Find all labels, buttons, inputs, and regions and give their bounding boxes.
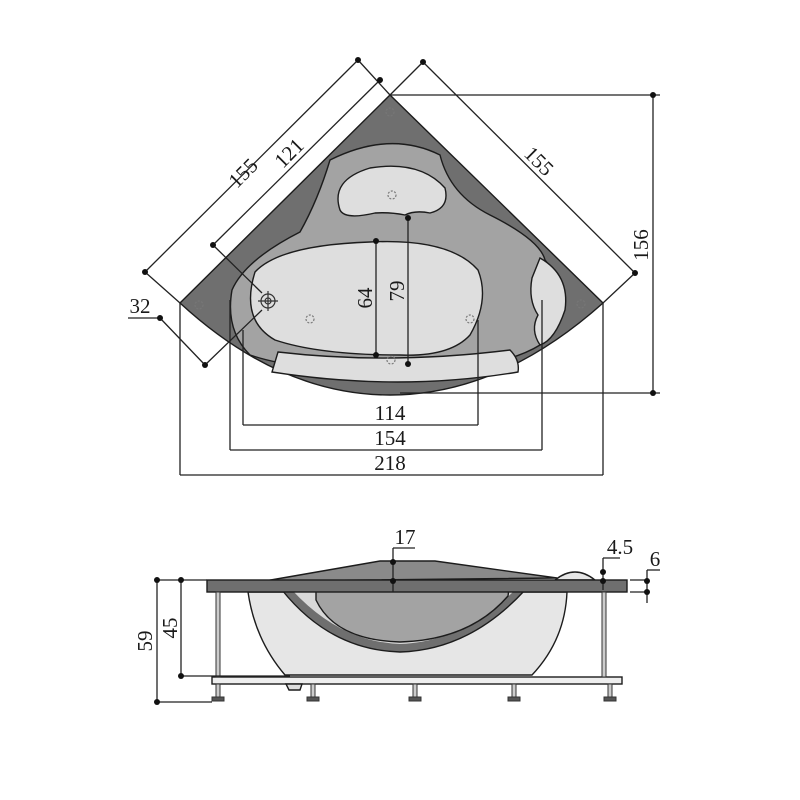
dim-pillow-height: 4.5 [607,535,633,559]
dim-overall-height: 59 [133,631,157,652]
jet-icon [194,300,204,310]
jet-icon [387,190,397,200]
pillow [553,571,597,581]
dim-bottom-width: 114 [375,401,406,425]
dim-inner-length: 121 [269,133,308,172]
side-dimension-lines [154,547,660,705]
frame-legs [211,591,617,702]
side-view: 17 4.5 6 45 59 [133,525,660,705]
seat-bottom [249,240,484,356]
dimension-lines [128,57,660,476]
jet-icon [465,314,475,324]
dim-headrest-height: 17 [395,525,416,549]
dim-depth-overall: 156 [629,229,653,261]
armrest-right [530,256,567,346]
frame-base [211,676,623,685]
dim-basin-inner: 64 [353,287,377,309]
jet-icon [386,355,396,365]
jet-icon [305,314,315,324]
jet-icon [576,299,586,309]
dim-rim-offset: 32 [130,294,151,318]
dim-basin-outer: 79 [385,281,409,302]
dim-overall-width: 218 [374,451,406,475]
jet-icon [385,107,395,117]
tub-rim-side [206,579,628,593]
dim-side-right: 155 [519,141,558,180]
dim-tub-depth: 45 [158,618,182,639]
dim-side-left: 155 [223,153,262,192]
dim-basin-width: 154 [374,426,406,450]
headrest-raised [264,560,558,582]
dim-rim-thickness: 6 [650,547,661,571]
drain-fitting [284,683,303,691]
top-view: 155 121 155 156 32 64 79 114 154 218 [128,57,660,476]
jet-icons [194,107,586,365]
front-step [271,349,520,383]
drain-icon [258,291,278,311]
